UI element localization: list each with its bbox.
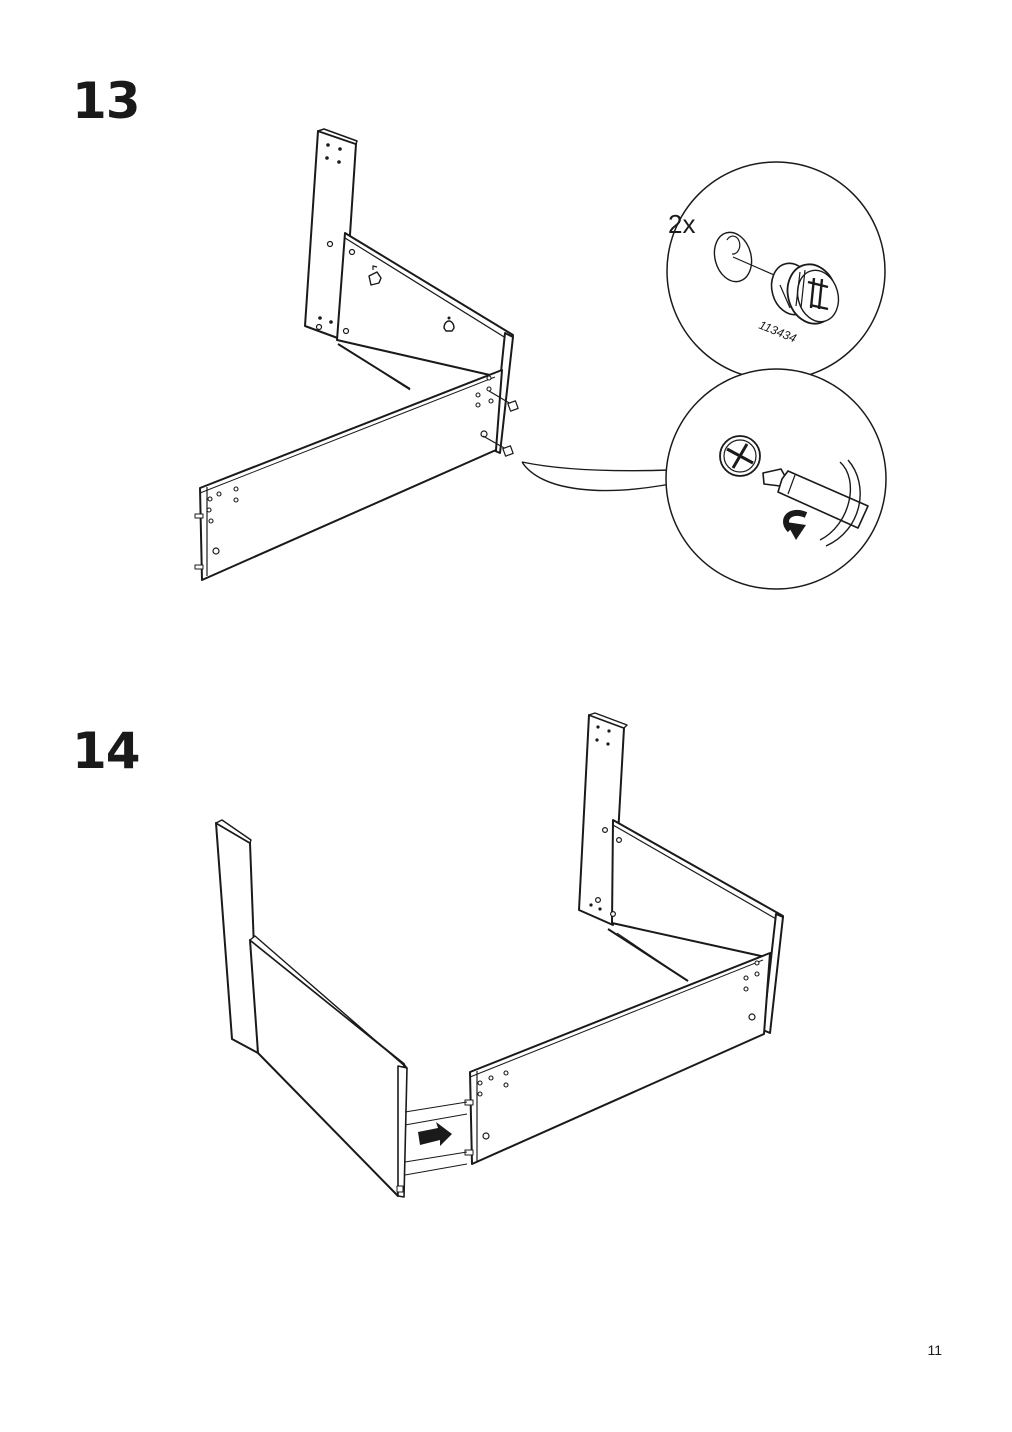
screwdriver-detail [665,368,887,590]
side-panel [194,369,503,581]
page-number: 11 [927,1342,942,1358]
alignment-guides [404,1101,468,1176]
step-14-number: 14 [72,722,141,780]
step-14-illustration [215,712,784,1198]
push-arrow-icon [418,1122,452,1146]
back-rail-panel-14 [607,819,784,982]
right-side-panel [464,952,771,1165]
callout-pointer [521,461,691,492]
back-rail-panel [336,232,514,391]
left-leg-panel [215,819,259,1054]
step-13-number: 13 [72,72,141,130]
step-13-illustration: 2x 113434 [194,128,887,590]
detail-quantity-label: 2x [668,209,695,239]
cam-lock-detail [666,161,886,381]
cam-screw-insert [482,390,519,457]
left-side-panel [249,935,408,1198]
